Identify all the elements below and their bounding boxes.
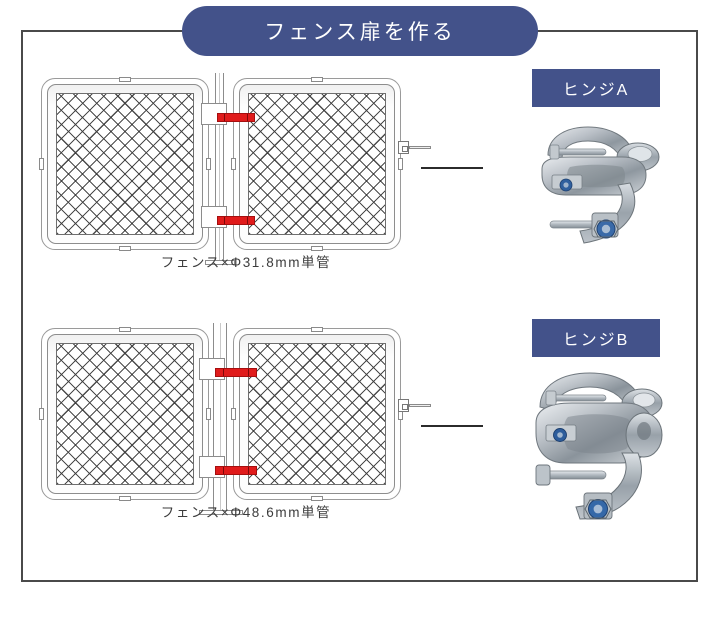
- fence-gate-diagram-a: [39, 73, 451, 265]
- gate-panel-left: [39, 77, 211, 251]
- frame-tab-top: [311, 77, 323, 82]
- clamp-body: [215, 466, 257, 475]
- clamp-body: [217, 113, 255, 122]
- hinge-product-a: ヒンジA: [506, 69, 686, 284]
- clamp-body: [217, 216, 255, 225]
- frame-tab-top: [119, 77, 131, 82]
- hinge-clamp-lower: [201, 206, 255, 228]
- chain-link-mesh: [248, 93, 386, 235]
- diagram-caption-b: フェンス×Φ48.6mm単管: [160, 505, 332, 520]
- clamp-body: [215, 368, 257, 377]
- frame-tab-left: [39, 158, 44, 170]
- frame-tab-left: [231, 408, 236, 420]
- frame-tab-top: [311, 327, 323, 332]
- hinge-clamp-upper: [199, 358, 257, 380]
- page-title-badge: フェンス扉を作る: [182, 6, 538, 56]
- pipe-clamp-hinge-a-icon: [541, 126, 660, 244]
- center-post-31-8mm: [215, 73, 224, 263]
- post-base-plate: [205, 260, 235, 265]
- diagram-caption-a: フェンス×Φ31.8mm単管: [160, 255, 332, 270]
- frame-tab-right: [206, 408, 211, 420]
- frame-tab-top: [119, 327, 131, 332]
- latch-rod: [409, 404, 431, 407]
- latch-rod: [409, 146, 431, 149]
- hinge-clamp-upper: [201, 103, 255, 125]
- page-title: フェンス扉を作る: [264, 21, 456, 44]
- frame-tab-bottom: [119, 496, 131, 501]
- frame-tab-left: [39, 408, 44, 420]
- hinge-badge-a: ヒンジA: [532, 69, 660, 107]
- hinge-badge-label: ヒンジA: [562, 82, 630, 99]
- gate-frame-inner: [239, 334, 395, 494]
- gate-panel-left: [39, 327, 211, 501]
- hinge-badge-b: ヒンジB: [532, 319, 660, 357]
- section-hinge-b: フェンス×Φ48.6mm単管 ヒンジB: [21, 305, 698, 555]
- chain-link-mesh: [248, 343, 386, 485]
- frame-tab-bottom: [119, 246, 131, 251]
- center-post-48-6mm: [213, 323, 227, 513]
- gate-frame-inner: [239, 84, 395, 244]
- chain-link-mesh: [56, 343, 194, 485]
- hinge-clamp-lower: [199, 456, 257, 478]
- gate-frame-inner: [47, 334, 203, 494]
- chain-link-mesh: [56, 93, 194, 235]
- pipe-clamp-hinge-b-icon: [535, 372, 663, 520]
- frame-tab-bottom: [311, 246, 323, 251]
- frame-tab-bottom: [311, 496, 323, 501]
- latch-body: [398, 141, 409, 154]
- gate-panel-right: [231, 327, 403, 501]
- callout-line-a: [421, 167, 483, 169]
- post-base-plate: [199, 510, 243, 515]
- frame-tab-right: [398, 158, 403, 170]
- hinge-badge-label: ヒンジB: [562, 332, 630, 349]
- hinge-photo-b: [514, 367, 680, 527]
- fence-gate-diagram-b: [39, 323, 451, 515]
- gate-panel-right: [231, 77, 403, 251]
- gate-frame-inner: [47, 84, 203, 244]
- frame-tab-left: [231, 158, 236, 170]
- hinge-product-b: ヒンジB: [506, 319, 686, 534]
- callout-line-b: [421, 425, 483, 427]
- frame-tab-right: [206, 158, 211, 170]
- section-hinge-a: フェンス×Φ31.8mm単管 ヒンジA: [21, 55, 698, 305]
- latch-body: [398, 399, 409, 412]
- hinge-photo-a: [514, 117, 680, 277]
